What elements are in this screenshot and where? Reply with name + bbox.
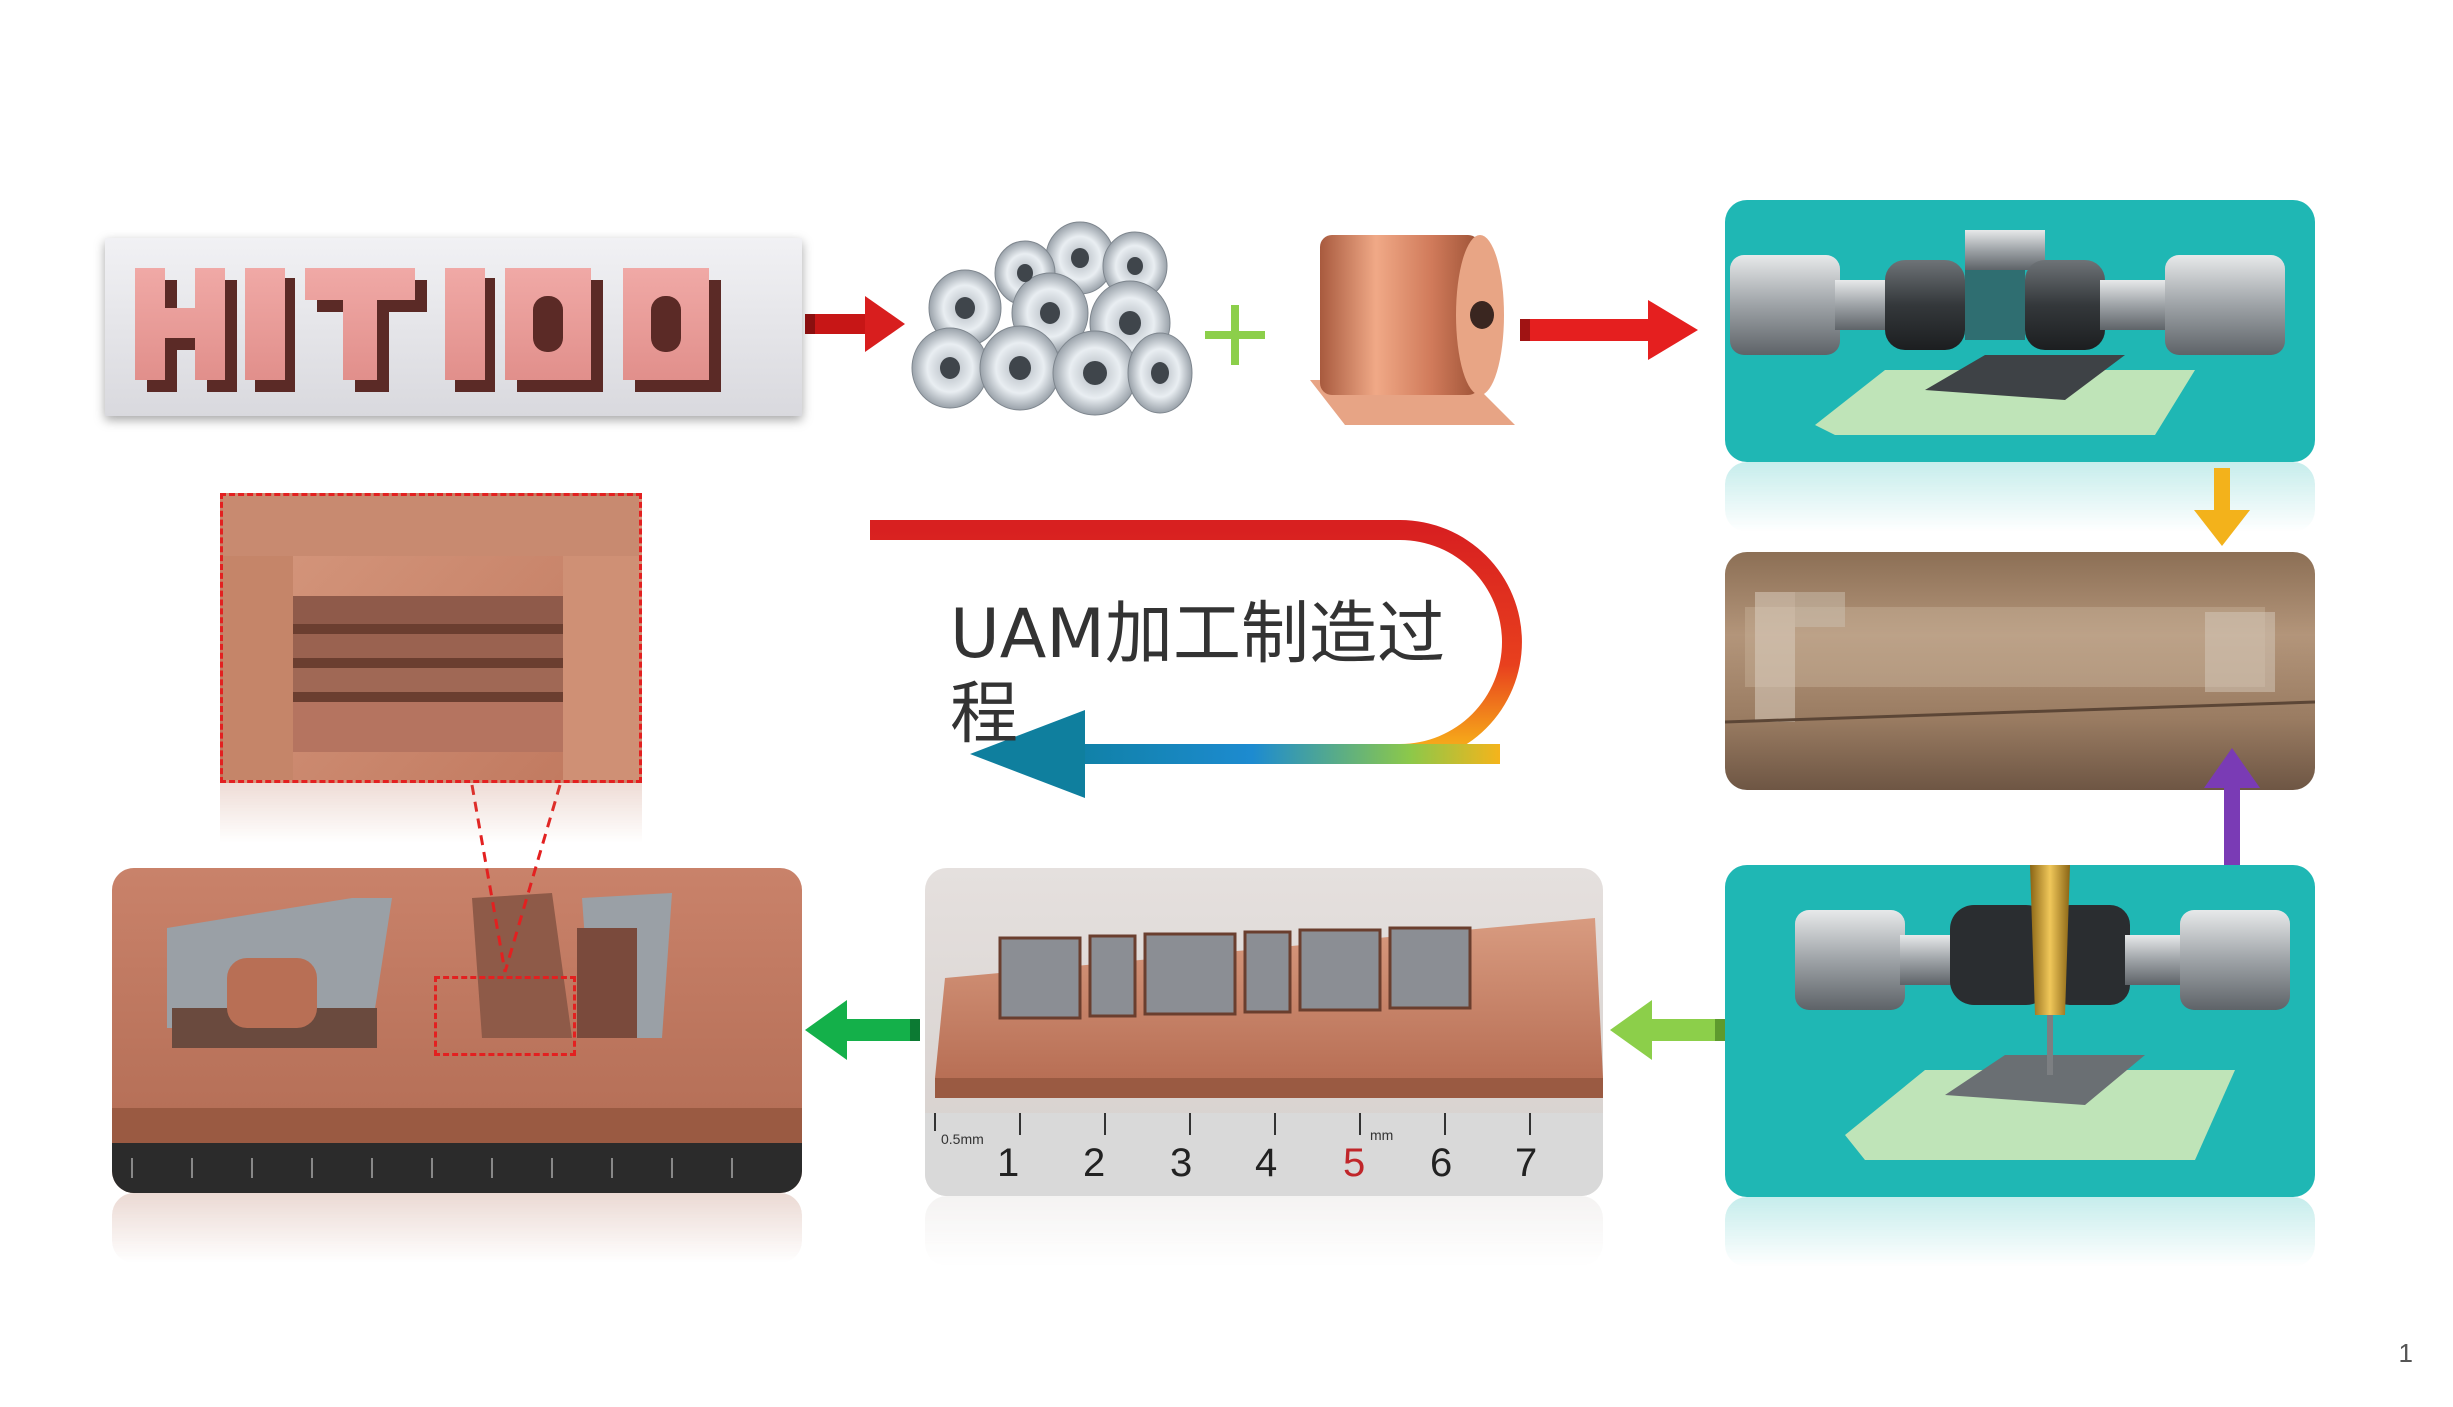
ruler-tick-2: 2 bbox=[1083, 1141, 1106, 1185]
arrow-right-red-1 bbox=[805, 296, 905, 352]
zoom-connector-lines bbox=[470, 784, 562, 973]
zoom-region-box bbox=[434, 976, 576, 1056]
final-part-reflection bbox=[925, 1196, 1603, 1266]
ruler-tick-7: 7 bbox=[1515, 1141, 1538, 1185]
logo-panel bbox=[105, 238, 802, 416]
part-closeup-photo bbox=[112, 868, 802, 1193]
process-flow-u-arrow bbox=[870, 520, 1522, 798]
ultrasonic-welder-render bbox=[1725, 200, 2315, 462]
arrow-left-lightgreen bbox=[1610, 1000, 1725, 1060]
copper-foil-roll-image bbox=[1300, 210, 1520, 440]
ruler-ticks bbox=[934, 1113, 1531, 1135]
aluminum-coils-image bbox=[905, 218, 1195, 418]
process-title: UAM加工制造过程 bbox=[950, 595, 1445, 754]
ruler-tick-5: 5 bbox=[1343, 1141, 1366, 1185]
milling-reflection bbox=[1725, 1197, 2315, 1267]
magnified-layers-photo bbox=[220, 493, 642, 783]
ruler: 0.5mm mm 1 2 3 4 5 6 7 bbox=[925, 1113, 1603, 1196]
arrow-right-red-2 bbox=[1520, 300, 1698, 360]
ruler-unit-label: 0.5mm bbox=[941, 1131, 984, 1147]
closeup-reflection bbox=[112, 1193, 802, 1263]
page-number: 1 bbox=[2398, 1338, 2413, 1368]
magnified-reflection bbox=[220, 783, 642, 843]
ruler-tick-6: 6 bbox=[1430, 1141, 1453, 1185]
ruler-tick-1: 1 bbox=[997, 1141, 1020, 1185]
arrow-down-yellow bbox=[2194, 468, 2250, 546]
cnc-milling-render bbox=[1725, 865, 2315, 1197]
ruler-tick-4: 4 bbox=[1255, 1141, 1278, 1185]
ruler-mm-label: mm bbox=[1370, 1127, 1394, 1143]
final-part-photo: 0.5mm mm 1 2 3 4 5 6 7 bbox=[925, 868, 1603, 1196]
logo-letters bbox=[135, 268, 721, 392]
arrow-left-green bbox=[805, 1000, 920, 1060]
plus-icon bbox=[1205, 305, 1265, 365]
welded-plate-photo bbox=[1725, 552, 2315, 790]
ruler-tick-3: 3 bbox=[1170, 1141, 1193, 1185]
